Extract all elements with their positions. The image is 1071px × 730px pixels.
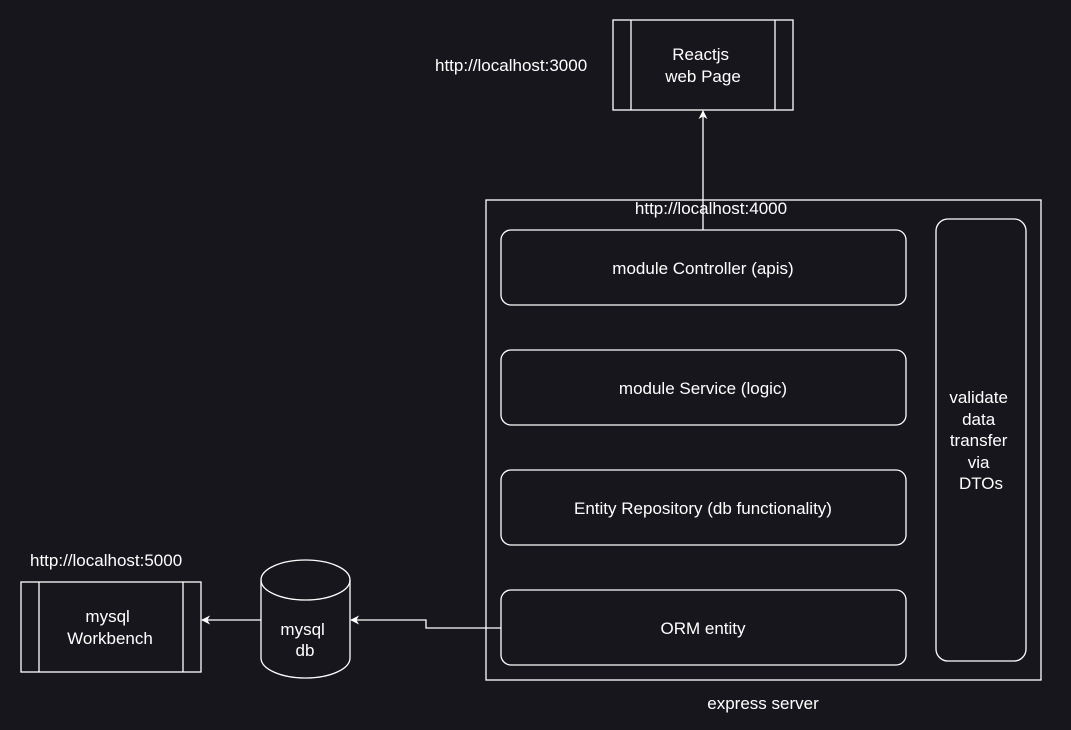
dto-line-3: transfer bbox=[950, 431, 1008, 450]
db-line-2: db bbox=[296, 641, 315, 660]
controller-node bbox=[500, 229, 907, 306]
mysql-workbench-node: mysql Workbench bbox=[20, 581, 202, 673]
dto-line-1: validate bbox=[949, 388, 1008, 407]
mysql-db-label: mysql db bbox=[280, 620, 329, 660]
db-line-1: mysql bbox=[280, 620, 324, 639]
react-url-label: http://localhost:3000 bbox=[435, 56, 587, 75]
service-node bbox=[500, 349, 907, 426]
mysql-workbench-label: mysql Workbench bbox=[67, 607, 153, 648]
workbench-line-2: Workbench bbox=[67, 629, 153, 648]
react-page-line-2: web Page bbox=[664, 67, 741, 86]
workbench-url-label: http://localhost:5000 bbox=[30, 551, 182, 570]
express-server-container bbox=[485, 199, 1042, 681]
repository-node bbox=[500, 469, 907, 546]
server-url-label: http://localhost:4000 bbox=[635, 199, 787, 218]
dto-line-2: data bbox=[962, 410, 996, 429]
react-page-line-1: Reactjs bbox=[672, 45, 729, 64]
orm-entity-label: ORM entity bbox=[660, 619, 746, 638]
dto-validation-label: validate data transfer via DTOs bbox=[949, 388, 1012, 493]
express-server-label: express server bbox=[707, 694, 819, 713]
service-label: module Service (logic) bbox=[619, 379, 787, 398]
dto-validation-node bbox=[935, 218, 1027, 662]
react-web-page-label: Reactjs web Page bbox=[664, 45, 741, 86]
dto-line-5: DTOs bbox=[959, 474, 1003, 493]
mysql-db-node: mysql db bbox=[260, 559, 351, 679]
orm-to-db-arrow bbox=[350, 615, 501, 629]
controller-label: module Controller (apis) bbox=[612, 259, 793, 278]
dto-line-4: via bbox=[968, 453, 990, 472]
react-web-page-node: Reactjs web Page bbox=[612, 19, 794, 111]
workbench-line-1: mysql bbox=[85, 607, 129, 626]
repository-label: Entity Repository (db functionality) bbox=[574, 499, 832, 518]
